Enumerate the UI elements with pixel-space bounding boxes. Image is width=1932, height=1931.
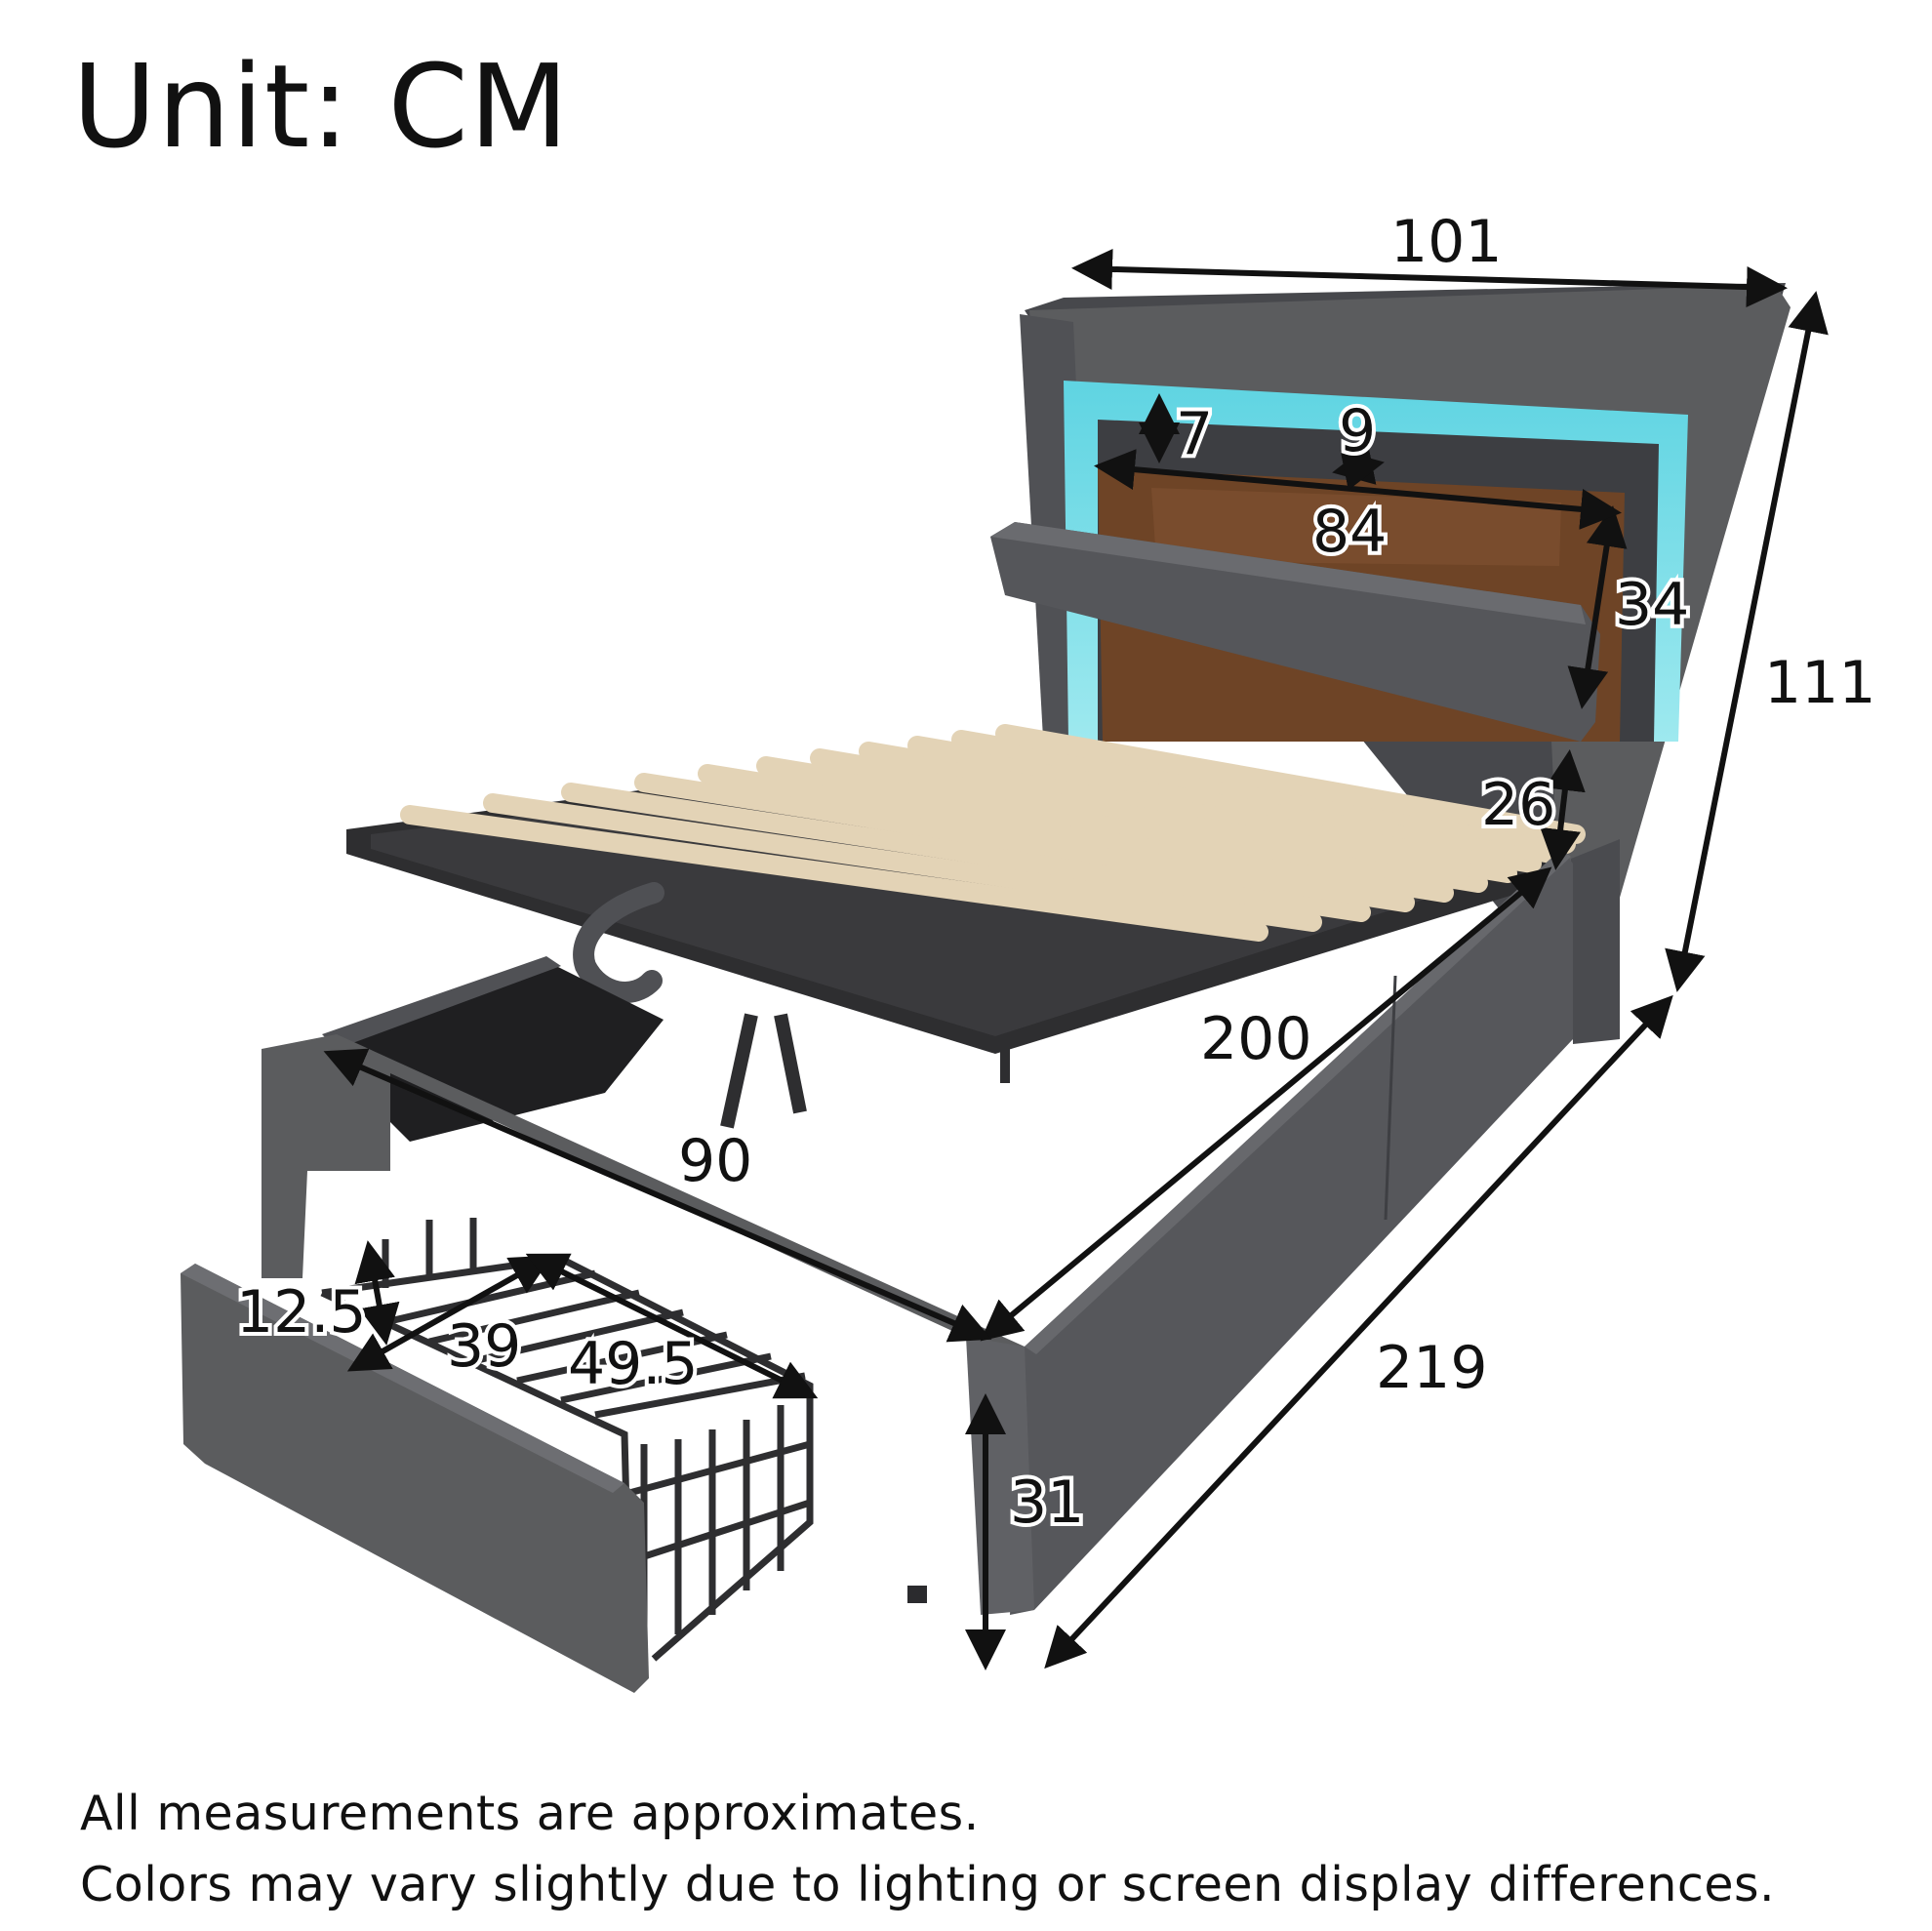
- dim-label-200: 200: [1200, 1005, 1312, 1073]
- unit-label: Unit: CM: [72, 39, 570, 174]
- footer-note-colors: Colors may vary slightly due to lighting…: [80, 1857, 1776, 1912]
- dim-label-90: 90: [678, 1127, 752, 1195]
- dim-line-101: [1071, 248, 1788, 308]
- dim-line-49-5: [525, 1253, 819, 1399]
- dim-label-9: 9: [1339, 397, 1376, 465]
- dim-label-219: 219: [1376, 1334, 1488, 1402]
- dimension-labels: 101 111 219 200 90 31 26 34 84 9 7 12.5 …: [232, 204, 1880, 1541]
- dim-label-7: 7: [1176, 400, 1213, 468]
- flip-up-storage-lid: [990, 522, 1600, 742]
- dim-line-34: [1567, 505, 1628, 709]
- dim-label-34: 34: [1615, 571, 1689, 639]
- dim-line-200: [980, 866, 1552, 1342]
- dim-label-31: 31: [1010, 1468, 1084, 1537]
- dim-line-9: [1332, 444, 1385, 491]
- dim-label-49-5: 49.5: [568, 1330, 699, 1398]
- dim-label-26: 26: [1481, 771, 1555, 839]
- dimension-lines: [323, 248, 1829, 1670]
- dim-label-101: 101: [1390, 208, 1503, 276]
- dim-label-84: 84: [1312, 498, 1387, 566]
- lift-strap: [573, 882, 664, 1003]
- dim-line-90: [323, 1048, 992, 1343]
- dim-label-12-5: 12.5: [236, 1278, 367, 1347]
- footer-note-measurements: All measurements are approximates.: [80, 1786, 980, 1841]
- dim-label-39: 39: [447, 1312, 521, 1381]
- dim-line-26: [1540, 749, 1586, 870]
- dim-label-111: 111: [1764, 649, 1876, 717]
- dim-line-111: [1665, 291, 1829, 992]
- dim-line-39: [346, 1255, 553, 1372]
- drawer-front: [181, 1264, 649, 1693]
